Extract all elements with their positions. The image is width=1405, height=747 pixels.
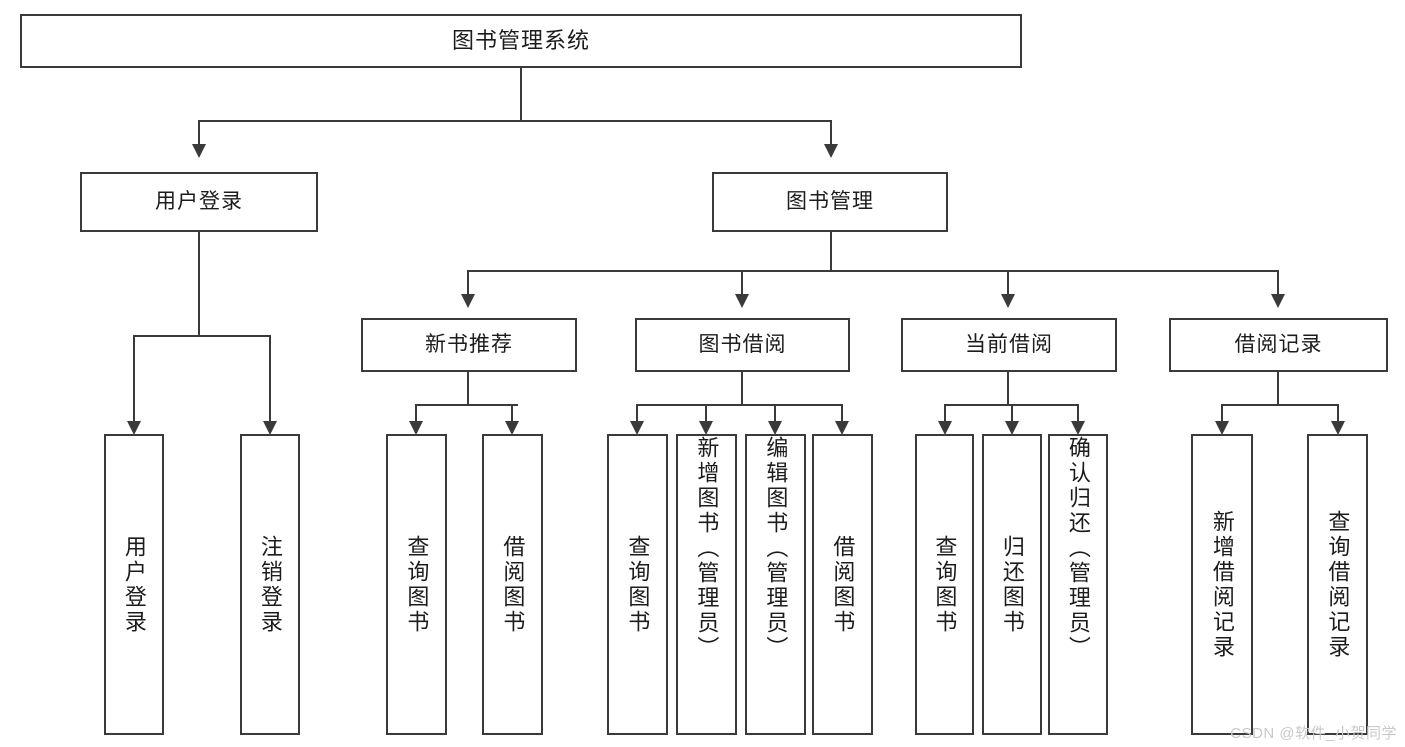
node-label: 查询借阅记录 <box>1325 509 1351 660</box>
leaf-query-book-1[interactable]: 查询图书 <box>386 434 447 735</box>
connector-br-drop-1 <box>1221 404 1223 421</box>
leaf-user-login[interactable]: 用户登录 <box>104 434 164 735</box>
arrowhead-book-borrow <box>735 294 749 308</box>
node-label: 新书推荐 <box>425 333 513 357</box>
connector-user-login-bar <box>133 335 270 337</box>
connector-br-bar <box>1221 404 1337 406</box>
connector-nbr-stem <box>467 372 469 404</box>
connector-book-manage-stem <box>830 232 832 270</box>
arrowhead-leaf-add-borrow-record <box>1215 421 1229 435</box>
node-current-borrow[interactable]: 当前借阅 <box>901 318 1117 372</box>
node-label: 查询图书 <box>932 534 958 635</box>
connector-bb-stem <box>741 372 743 404</box>
arrowhead-leaf-borrow-book-2 <box>835 421 849 435</box>
node-label: 借阅记录 <box>1234 333 1323 357</box>
connector-root-bar <box>198 120 832 122</box>
connector-bm-drop-4 <box>1277 270 1279 294</box>
connector-cb-stem <box>1007 372 1009 404</box>
node-user-login[interactable]: 用户登录 <box>80 172 318 232</box>
connector-user-login-stem <box>198 232 200 335</box>
node-label: 确认归还（管理员） <box>1065 436 1091 661</box>
node-label: 借阅图书 <box>830 534 856 635</box>
node-label: 图书管理 <box>786 190 874 214</box>
node-label: 注销登录 <box>257 534 283 635</box>
leaf-query-book-3[interactable]: 查询图书 <box>915 434 974 735</box>
arrowhead-current-borrow <box>1001 294 1015 308</box>
arrowhead-leaf-query-book-3 <box>938 421 952 435</box>
node-label: 用户登录 <box>155 190 243 214</box>
connector-bb-drop-1 <box>636 404 638 421</box>
arrowhead-book-manage <box>824 144 838 158</box>
leaf-return-book[interactable]: 归还图书 <box>982 434 1042 735</box>
node-label: 归还图书 <box>999 534 1025 635</box>
leaf-logout-login[interactable]: 注销登录 <box>240 434 300 735</box>
connector-nbr-drop-1 <box>415 404 417 421</box>
connector-bb-drop-2 <box>705 404 707 421</box>
node-label: 查询图书 <box>625 534 651 635</box>
connector-user-login-drop-1 <box>133 335 135 421</box>
connector-user-login-drop-2 <box>269 335 271 421</box>
arrowhead-leaf-add-book-admin <box>699 421 713 435</box>
connector-bm-drop-3 <box>1007 270 1009 294</box>
connector-bb-bar <box>636 404 843 406</box>
arrowhead-user-login <box>192 144 206 158</box>
leaf-borrow-book-2[interactable]: 借阅图书 <box>812 434 873 735</box>
leaf-add-book-admin[interactable]: 新增图书（管理员） <box>676 434 737 735</box>
node-label: 查询图书 <box>404 534 430 635</box>
node-root-system[interactable]: 图书管理系统 <box>20 14 1022 68</box>
node-label: 图书借阅 <box>698 333 787 357</box>
node-label: 图书管理系统 <box>451 27 590 53</box>
leaf-query-borrow-record[interactable]: 查询借阅记录 <box>1307 434 1368 735</box>
connector-bb-drop-3 <box>774 404 776 421</box>
node-label: 借阅图书 <box>500 534 526 635</box>
arrowhead-leaf-query-borrow-record <box>1331 421 1345 435</box>
connector-root-to-user-login <box>198 120 200 144</box>
arrowhead-leaf-borrow-book-1 <box>505 421 519 435</box>
arrowhead-leaf-user-login <box>127 421 141 435</box>
connector-root-to-book-manage <box>830 120 832 144</box>
node-label: 新增图书（管理员） <box>694 436 720 661</box>
connector-nbr-bar <box>415 404 518 406</box>
node-book-manage[interactable]: 图书管理 <box>712 172 948 232</box>
connector-cb-drop-2 <box>1011 404 1013 421</box>
arrowhead-leaf-edit-book-admin <box>768 421 782 435</box>
connector-bb-drop-4 <box>841 404 843 421</box>
arrowhead-leaf-return-book <box>1005 421 1019 435</box>
arrowhead-borrow-record <box>1271 294 1285 308</box>
node-label: 当前借阅 <box>965 333 1053 357</box>
connector-cb-drop-3 <box>1077 404 1079 421</box>
node-label: 编辑图书（管理员） <box>763 436 789 661</box>
leaf-edit-book-admin[interactable]: 编辑图书（管理员） <box>745 434 806 735</box>
connector-cb-drop-1 <box>944 404 946 421</box>
connector-br-stem <box>1277 372 1279 404</box>
connector-book-manage-bar <box>467 270 1279 272</box>
node-label: 用户登录 <box>121 534 147 635</box>
arrowhead-leaf-query-book-2 <box>630 421 644 435</box>
connector-br-drop-2 <box>1337 404 1339 421</box>
connector-bm-drop-2 <box>741 270 743 294</box>
connector-bm-drop-1 <box>467 270 469 294</box>
arrowhead-leaf-logout-login <box>263 421 277 435</box>
leaf-borrow-book-1[interactable]: 借阅图书 <box>482 434 543 735</box>
node-borrow-record[interactable]: 借阅记录 <box>1169 318 1388 372</box>
node-book-borrow[interactable]: 图书借阅 <box>635 318 850 372</box>
connector-root-stem <box>520 68 522 120</box>
connector-nbr-drop-2 <box>511 404 513 421</box>
node-new-book-recommend[interactable]: 新书推荐 <box>361 318 577 372</box>
watermark: CSDN @软件_小贺同学 <box>1230 725 1397 742</box>
leaf-query-book-2[interactable]: 查询图书 <box>607 434 668 735</box>
node-label: 新增借阅记录 <box>1209 509 1235 660</box>
arrowhead-new-book-recommend <box>461 294 475 308</box>
arrowhead-leaf-query-book-1 <box>409 421 423 435</box>
leaf-add-borrow-record[interactable]: 新增借阅记录 <box>1191 434 1253 735</box>
leaf-confirm-return-admin[interactable]: 确认归还（管理员） <box>1048 434 1108 735</box>
arrowhead-leaf-confirm-return-admin <box>1071 421 1085 435</box>
